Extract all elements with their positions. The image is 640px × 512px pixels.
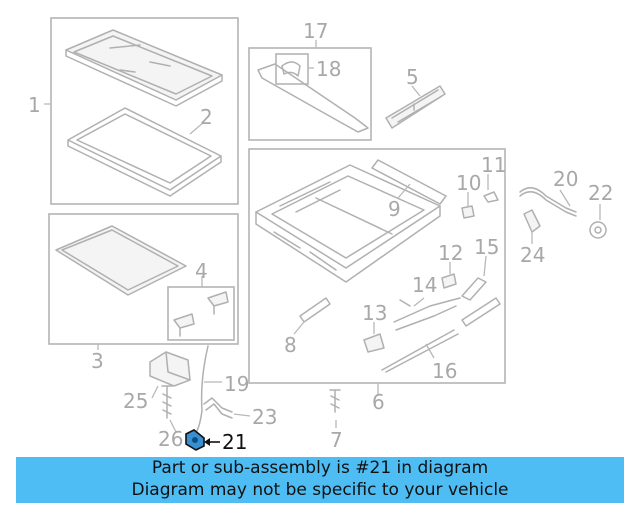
callout-15: 15 — [474, 235, 499, 259]
callout-7: 7 — [330, 428, 343, 452]
callout-12: 12 — [438, 241, 463, 265]
hose-part-20 — [519, 187, 577, 217]
clip-part-24 — [523, 209, 541, 233]
screw-part-26 — [161, 385, 173, 419]
callout-18: 18 — [316, 57, 341, 81]
screw-part-7 — [329, 389, 341, 413]
strip-part-8 — [299, 297, 331, 323]
callout-17: 17 — [303, 19, 328, 43]
rail-part-right — [461, 297, 501, 327]
callout-10: 10 — [456, 171, 481, 195]
shade-clips-part — [173, 291, 229, 337]
group-box-18 — [275, 53, 309, 85]
callout-13: 13 — [362, 301, 387, 325]
callout-22: 22 — [588, 181, 613, 205]
glass-panel-part — [65, 29, 223, 107]
callout-3: 3 — [91, 349, 104, 373]
info-banner: Part or sub-assembly is #21 in diagram D… — [16, 457, 624, 503]
callout-19: 19 — [224, 372, 249, 396]
group-box-shade — [48, 213, 239, 345]
callout-4: 4 — [195, 259, 208, 283]
bracket-part-10 — [461, 205, 475, 219]
bracket-part-11 — [483, 191, 499, 203]
callout-25: 25 — [123, 389, 148, 413]
deflector-clip-part — [281, 61, 301, 77]
callout-16: 16 — [432, 359, 457, 383]
callout-5: 5 — [406, 65, 419, 89]
callout-20: 20 — [553, 167, 578, 191]
callout-6: 6 — [372, 390, 385, 414]
group-box-clips — [167, 286, 235, 341]
link-part-15 — [461, 277, 487, 301]
elbow-part-23 — [203, 397, 233, 419]
drain-hose-part-19 — [193, 345, 209, 437]
group-box-deflector — [248, 47, 372, 141]
sunshade-part — [55, 225, 187, 296]
block-part-12 — [441, 273, 457, 289]
callout-2: 2 — [200, 105, 213, 129]
cable-part-16 — [381, 329, 459, 373]
callout-11: 11 — [481, 153, 506, 177]
callout-1: 1 — [28, 93, 41, 117]
banner-line-1: Part or sub-assembly is #21 in diagram — [151, 458, 489, 478]
callout-9: 9 — [388, 197, 401, 221]
cable-part-14 — [393, 297, 461, 331]
group-box-glass — [50, 17, 239, 205]
motor-part-25 — [149, 351, 191, 387]
sunroof-frame-part — [255, 164, 441, 283]
callout-24: 24 — [520, 243, 545, 267]
callout-21-highlighted: 21 — [222, 430, 247, 454]
callout-23: 23 — [252, 405, 277, 429]
rail-part-5 — [385, 85, 446, 129]
deflector-part — [257, 63, 369, 133]
clamp-part-22 — [589, 221, 607, 239]
block-part-13 — [363, 333, 385, 353]
callout-26: 26 — [158, 427, 183, 451]
group-box-frame — [248, 148, 506, 384]
weatherstrip-part — [67, 107, 222, 197]
callout-14: 14 — [412, 273, 437, 297]
rail-part-9 — [371, 159, 447, 205]
callout-8: 8 — [284, 333, 297, 357]
banner-line-2: Diagram may not be specific to your vehi… — [131, 480, 509, 500]
valve-part-21-highlighted — [185, 429, 205, 451]
